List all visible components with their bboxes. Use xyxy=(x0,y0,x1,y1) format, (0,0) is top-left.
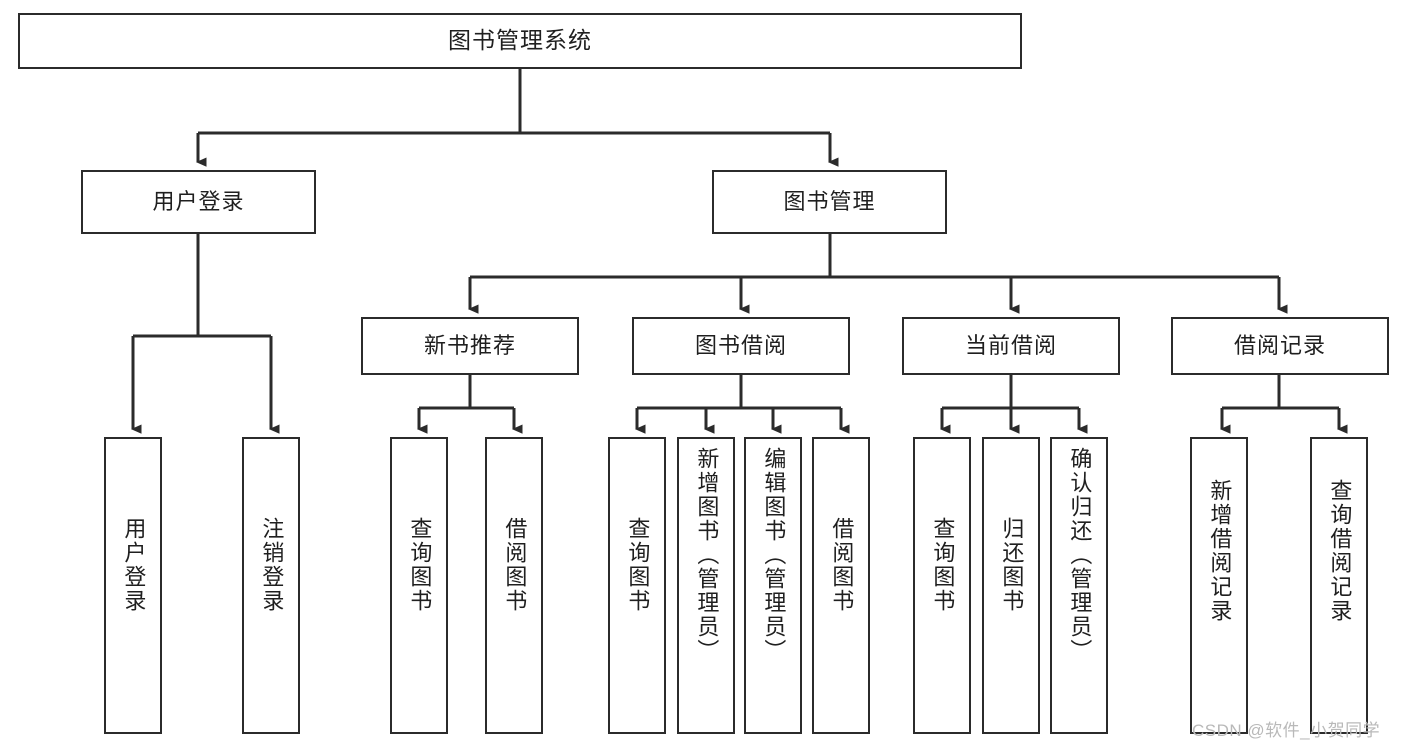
node-label: 图书借阅 xyxy=(694,332,787,358)
node-label: 借阅图书 xyxy=(829,517,855,613)
leaf-confirm-return[interactable]: 确认归还（管理员） xyxy=(1050,437,1108,734)
node-label: 查询图书 xyxy=(407,517,433,613)
node-label: 图书管理系统 xyxy=(448,27,592,54)
leaf-query-book-borrow[interactable]: 查询图书 xyxy=(608,437,666,734)
node-label: 查询借阅记录 xyxy=(1327,479,1353,623)
node-label: 用户登录 xyxy=(152,188,245,214)
node-user-login[interactable]: 用户登录 xyxy=(81,170,316,234)
leaf-borrow-book-recommend[interactable]: 借阅图书 xyxy=(485,437,543,734)
node-label: 查询图书 xyxy=(930,517,956,613)
leaf-logout[interactable]: 注销登录 xyxy=(242,437,300,734)
watermark-text: CSDN @软件_小贺同学 xyxy=(1192,721,1381,740)
node-label: 编辑图书（管理员） xyxy=(761,447,787,663)
node-label: 归还图书 xyxy=(999,517,1025,613)
node-new-book-recommend[interactable]: 新书推荐 xyxy=(361,317,579,375)
leaf-add-borrow-record[interactable]: 新增借阅记录 xyxy=(1190,437,1248,734)
node-label: 借阅图书 xyxy=(502,517,528,613)
node-label: 新书推荐 xyxy=(423,332,516,358)
node-book-borrow[interactable]: 图书借阅 xyxy=(632,317,850,375)
node-label: 新增借阅记录 xyxy=(1207,479,1233,623)
node-borrow-record[interactable]: 借阅记录 xyxy=(1171,317,1389,375)
node-label: 当前借阅 xyxy=(964,332,1057,358)
node-label: 注销登录 xyxy=(259,517,285,613)
leaf-edit-book[interactable]: 编辑图书（管理员） xyxy=(744,437,802,734)
leaf-borrow-book[interactable]: 借阅图书 xyxy=(812,437,870,734)
leaf-query-book-current[interactable]: 查询图书 xyxy=(913,437,971,734)
node-root-system[interactable]: 图书管理系统 xyxy=(18,13,1022,69)
leaf-return-book[interactable]: 归还图书 xyxy=(982,437,1040,734)
leaf-query-borrow-record[interactable]: 查询借阅记录 xyxy=(1310,437,1368,734)
node-label: 用户登录 xyxy=(121,517,147,613)
node-label: 查询图书 xyxy=(625,517,651,613)
node-label: 借阅记录 xyxy=(1233,332,1326,358)
node-label: 确认归还（管理员） xyxy=(1067,447,1093,663)
node-label: 新增图书（管理员） xyxy=(694,447,720,663)
node-current-borrow[interactable]: 当前借阅 xyxy=(902,317,1120,375)
leaf-user-login[interactable]: 用户登录 xyxy=(104,437,162,734)
leaf-add-book[interactable]: 新增图书（管理员） xyxy=(677,437,735,734)
node-book-manage[interactable]: 图书管理 xyxy=(712,170,947,234)
node-label: 图书管理 xyxy=(783,188,876,214)
leaf-query-book-recommend[interactable]: 查询图书 xyxy=(390,437,448,734)
